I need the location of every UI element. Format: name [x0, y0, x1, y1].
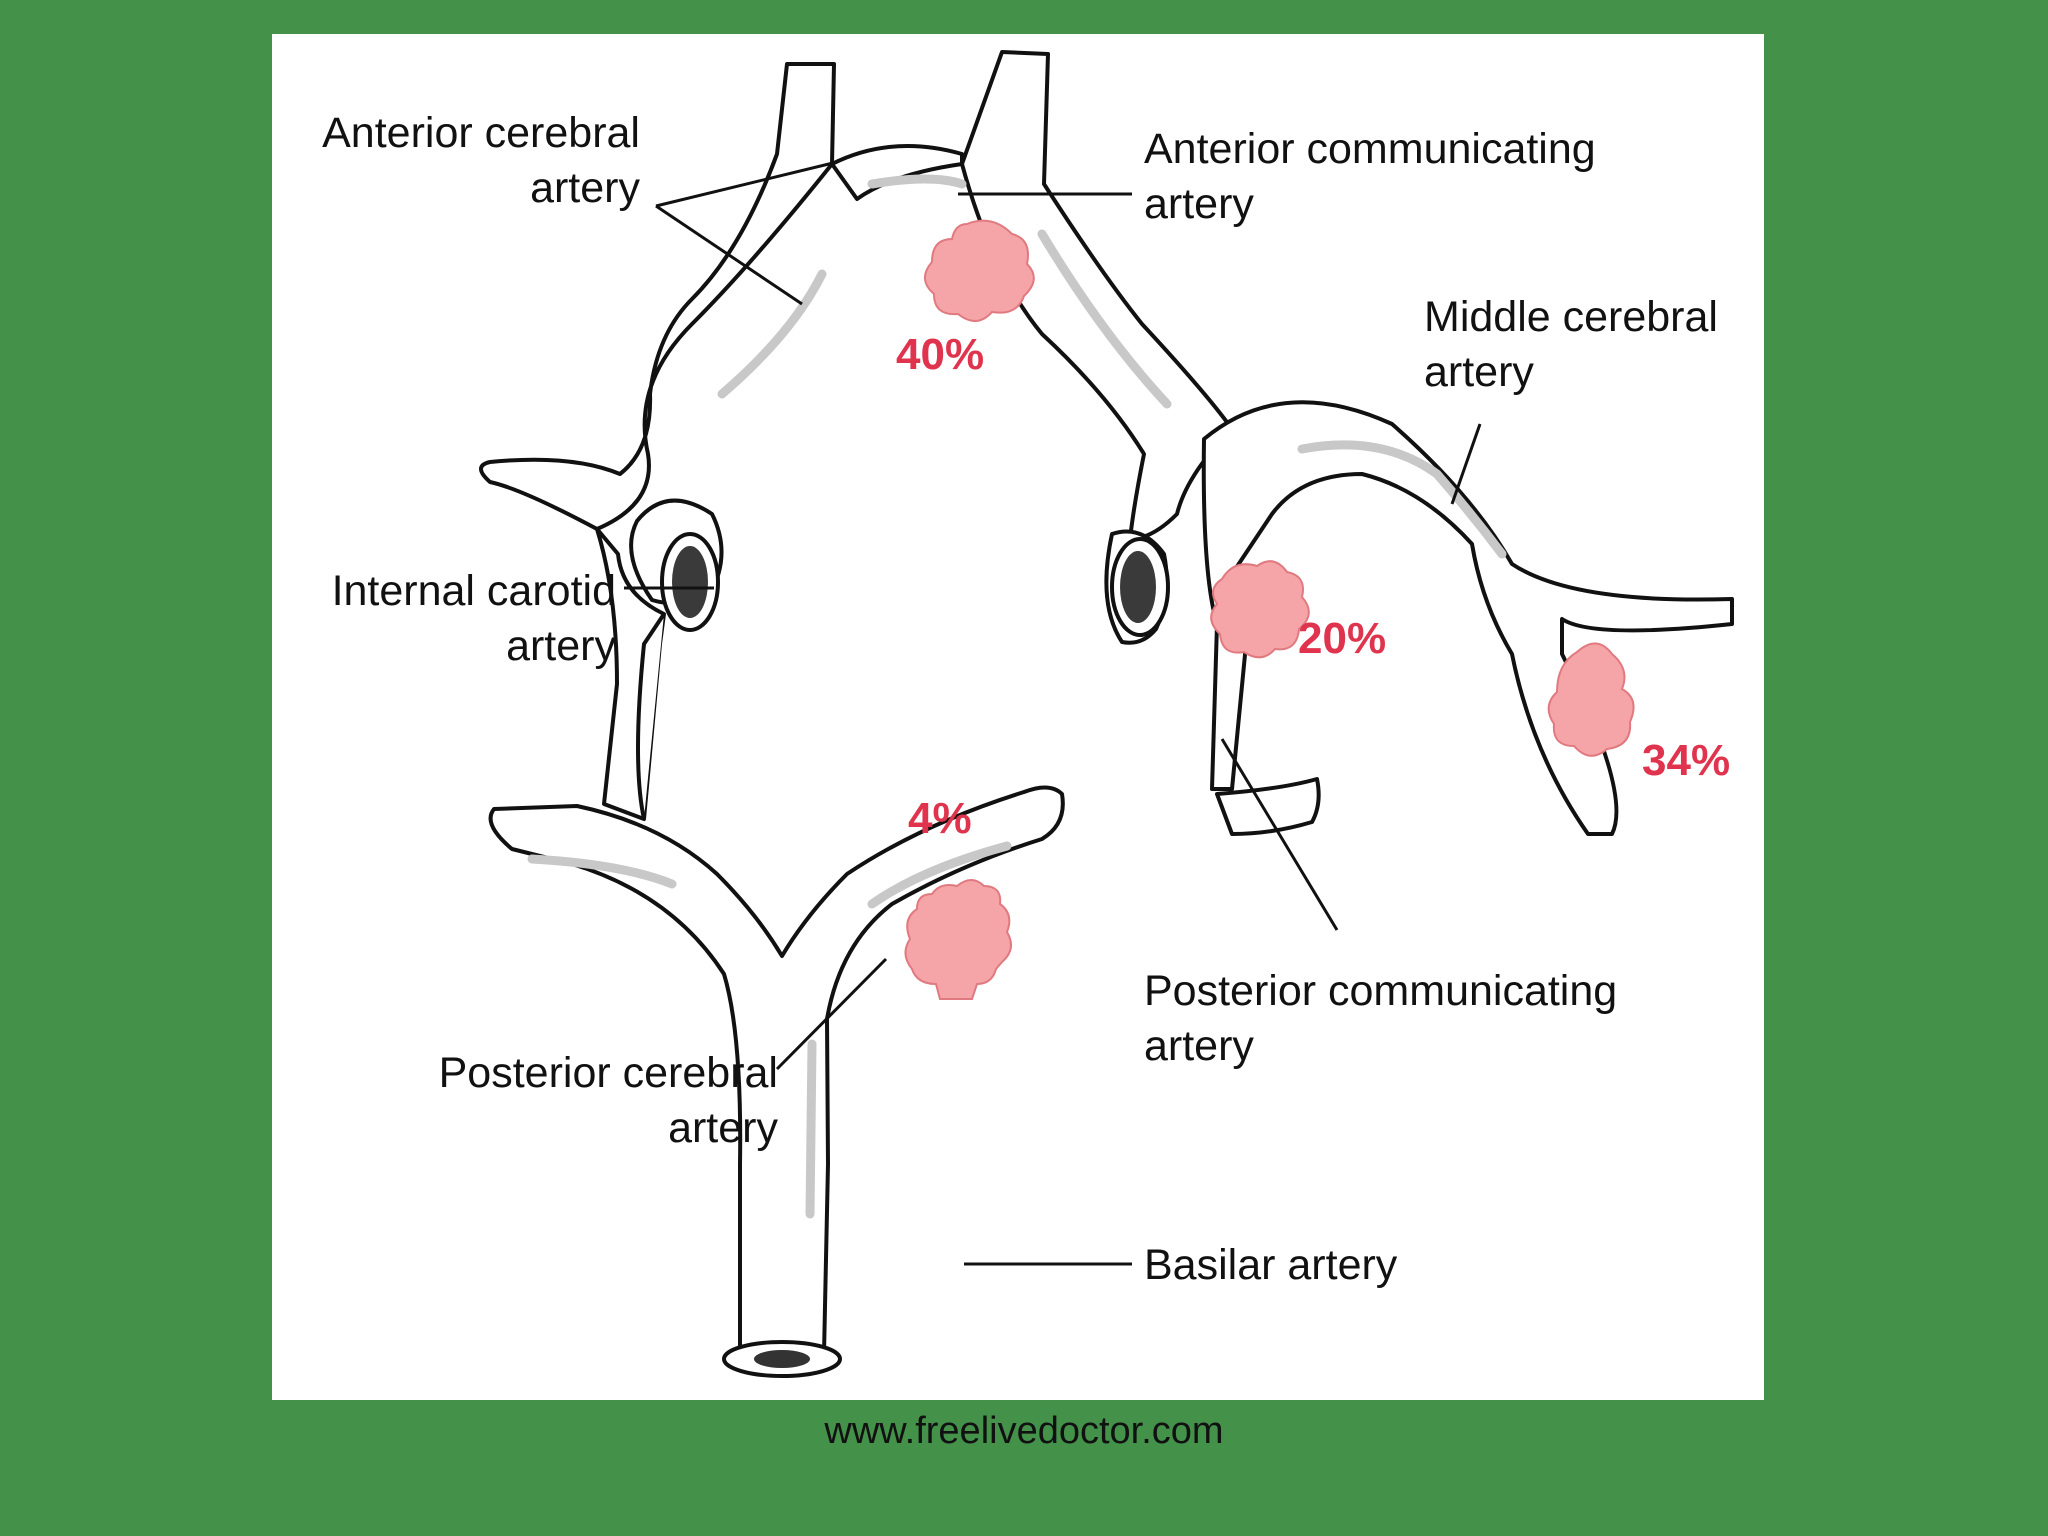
label-basilar-artery: Basilar artery — [1144, 1241, 1398, 1289]
label-posterior-cerebral-artery: Posterior cerebral artery — [272, 1046, 778, 1156]
left-carotid-lumen — [672, 546, 708, 618]
right-middle-cerebral-vessel — [1201, 400, 1734, 836]
basilar-lumen-shading-3 — [527, 854, 677, 889]
left-posterior-cerebral-upper-vessel — [636, 612, 666, 820]
label-internal-carotid-line2: artery — [506, 622, 616, 670]
basilar-opening-inner — [754, 1350, 810, 1368]
aneurysm-middle-cerebral — [1547, 642, 1635, 757]
label-anterior-communicating-line1: Anterior communicating — [1144, 125, 1596, 173]
circle-of-willis-diagram — [479, 50, 1734, 1378]
vessel-shading-right-aca — [1037, 229, 1172, 409]
basilar-artery-vessel — [488, 785, 1065, 1356]
percent-internal-carotid: 20% — [1298, 614, 1387, 663]
label-middle-cerebral-line1: Middle cerebral — [1424, 293, 1718, 341]
vessel-shading-left-aca — [717, 269, 827, 399]
aneurysm-anterior-communicating — [924, 219, 1035, 322]
label-posterior-cerebral-line1: Posterior cerebral — [438, 1049, 778, 1097]
vessel-shading-mca — [1297, 440, 1507, 559]
label-anterior-communicating-line2: artery — [1144, 180, 1254, 228]
basilar-lumen-shading — [805, 1039, 817, 1219]
leader-middle-cerebral — [1450, 423, 1482, 505]
label-internal-carotid-line1: Internal carotid — [331, 567, 616, 615]
label-posterior-communicating-line1: Posterior communicating — [1144, 967, 1618, 1015]
anterior-communicating-vessel — [830, 144, 964, 201]
leader-anterior-cerebral — [655, 160, 838, 306]
aneurysm-basilar-tip — [904, 879, 1012, 1000]
percent-anterior-communicating: 40% — [896, 330, 985, 379]
website-url: www.freelivedoctor.com — [824, 1410, 1224, 1452]
label-middle-cerebral-line2: artery — [1424, 348, 1534, 396]
label-posterior-cerebral-line2: artery — [668, 1104, 778, 1152]
leader-posterior-cerebral — [775, 957, 888, 1071]
percent-middle-cerebral: 34% — [1642, 736, 1731, 785]
left-anterior-cerebral-vessel — [479, 62, 836, 531]
label-anterior-communicating-artery: Anterior communicating artery — [1144, 122, 1596, 232]
label-posterior-communicating-artery: Posterior communicating artery — [1144, 964, 1617, 1074]
label-middle-cerebral-artery: Middle cerebral artery — [1424, 290, 1718, 400]
basilar-lumen-shading-2 — [867, 841, 1012, 909]
label-anterior-cerebral-line2: artery — [530, 164, 640, 212]
label-anterior-cerebral-line1: Anterior cerebral — [322, 109, 640, 157]
label-internal-carotid-artery: Internal carotid artery — [272, 564, 616, 674]
leader-posterior-communicating — [1220, 738, 1339, 931]
percent-basilar-tip: 4% — [908, 794, 972, 843]
vessel-shading-aca-top — [867, 174, 967, 189]
right-posterior-cerebral-vessel — [1215, 777, 1321, 836]
label-posterior-communicating-line2: artery — [1144, 1022, 1254, 1070]
diagram-panel: Anterior cerebral artery Anterior commun… — [272, 34, 1764, 1400]
right-carotid-lumen — [1120, 551, 1156, 623]
right-anterior-cerebral-vessel — [960, 50, 1234, 541]
label-anterior-cerebral-artery: Anterior cerebral artery — [272, 106, 640, 216]
aneurysm-internal-carotid — [1210, 560, 1310, 659]
